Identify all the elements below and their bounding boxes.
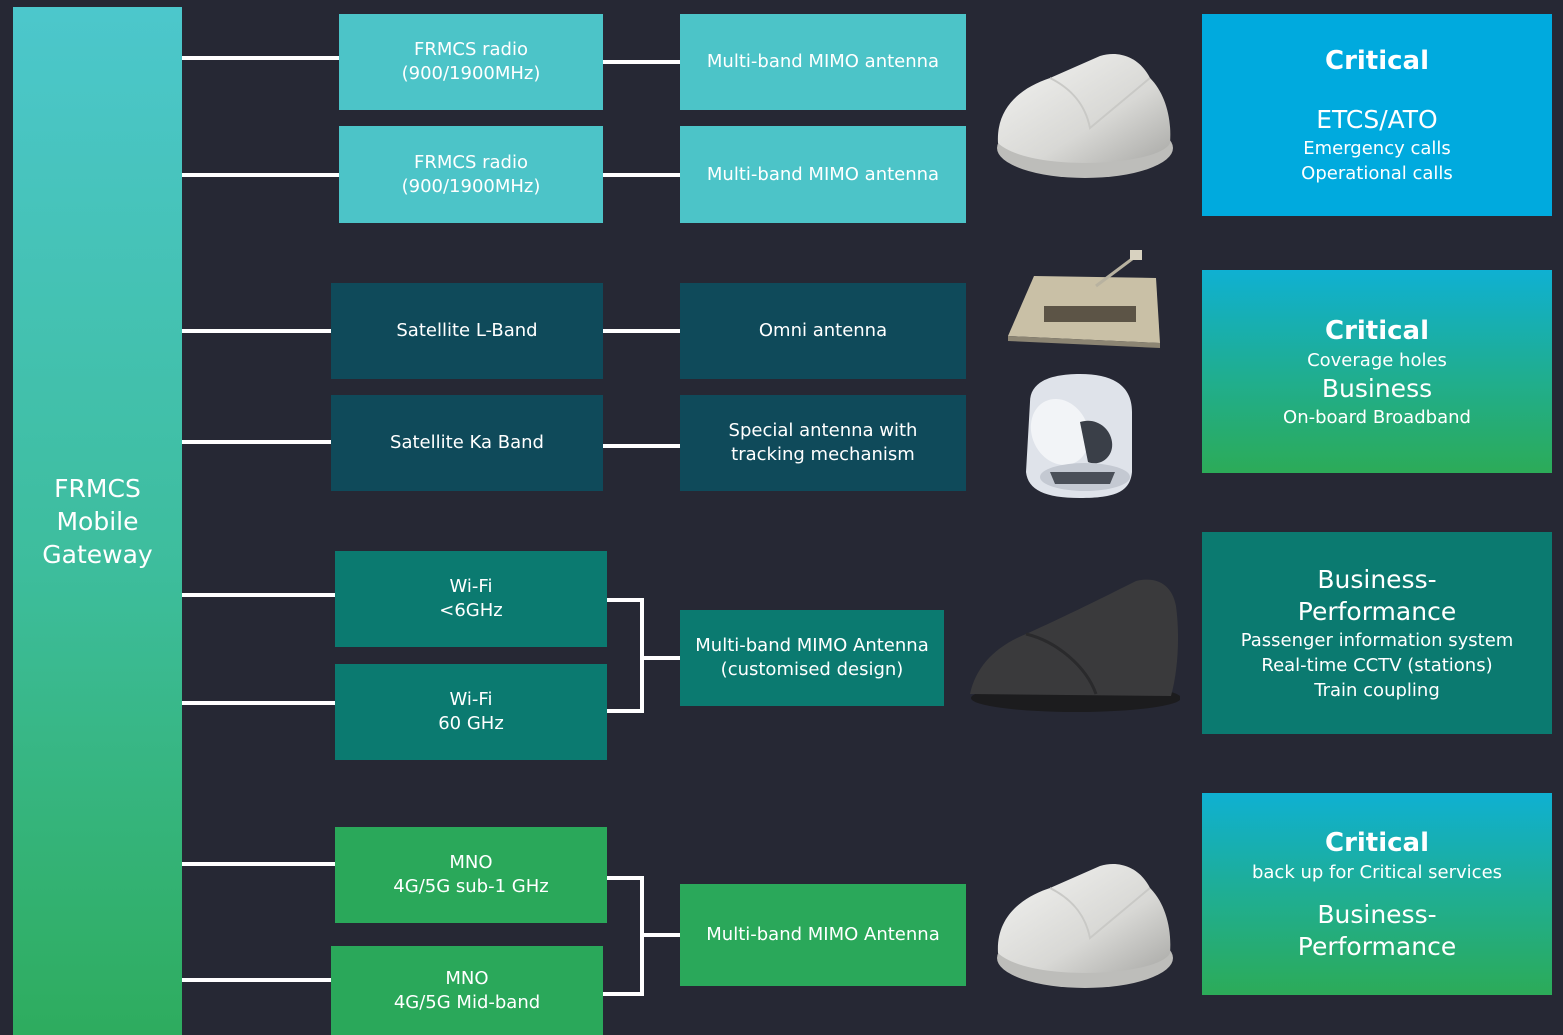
radio-label: Satellite Ka Band [390, 432, 544, 453]
antenna-box-tracking: Special antenna with tracking mechanism [680, 395, 966, 491]
antenna-box-mimo-1: Multi-band MIMO antenna [680, 14, 966, 110]
dome-antenna-icon [997, 864, 1173, 988]
satellite-tracking-antenna-icon [1026, 374, 1132, 498]
bracket-line [607, 598, 644, 602]
service-item: Emergency calls [1303, 138, 1451, 159]
connector-line [182, 701, 335, 705]
flat-patch-antenna-icon [1008, 250, 1160, 348]
radio-box-frmcs-1: FRMCS radio (900/1900MHz) [339, 14, 603, 110]
radio-sublabel: 4G/5G Mid-band [393, 991, 541, 1013]
service-item: back up for Critical services [1251, 861, 1503, 883]
radio-label: Wi-Fi [449, 689, 493, 710]
antenna-box-custom-mimo: Multi-band MIMO Antenna (customised desi… [680, 610, 944, 706]
service-primary: Performance [1297, 596, 1457, 626]
service-item: Operational calls [1301, 163, 1453, 184]
connector-line [603, 444, 680, 448]
bracket-line [640, 598, 644, 713]
radio-box-satellite-ka: Satellite Ka Band [331, 395, 603, 491]
antenna-box-mimo-mno: Multi-band MIMO Antenna [680, 884, 966, 986]
gateway-label-2: Mobile [56, 506, 139, 536]
connector-line [182, 56, 339, 60]
radio-label: Satellite L-Band [396, 320, 538, 341]
radio-label: Wi-Fi [449, 576, 493, 597]
antenna-box-mimo-2: Multi-band MIMO antenna [680, 126, 966, 223]
service-box-business-performance: Business- Performance Passenger informat… [1202, 532, 1552, 734]
service-item: Coverage holes [1307, 349, 1447, 371]
antenna-label: Multi-band MIMO Antenna [706, 924, 940, 945]
service-item: Real-time CCTV (stations) [1261, 654, 1493, 676]
dome-antenna-icon [997, 54, 1173, 178]
shark-fin-antenna-icon [970, 579, 1180, 712]
connector-line [182, 440, 331, 444]
service-box-critical-etcs: Critical ETCS/ATO Emergency calls Operat… [1202, 14, 1552, 216]
service-primary: Business- [1317, 564, 1437, 594]
antenna-label: Multi-band MIMO antenna [706, 163, 940, 185]
radio-box-mno-mid: MNO 4G/5G Mid-band [331, 946, 603, 1035]
radio-label: FRMCS radio [414, 151, 528, 173]
connector-line [182, 329, 331, 333]
radio-label: MNO [449, 852, 493, 873]
radio-label: FRMCS radio [414, 39, 528, 60]
service-box-critical-backup: Critical back up for Critical services B… [1202, 793, 1552, 995]
radio-sublabel: <6GHz [439, 600, 503, 621]
bracket-line [607, 876, 644, 880]
radio-sublabel: 4G/5G sub-1 GHz [393, 876, 549, 897]
gateway-label-1: FRMCS [54, 473, 141, 503]
radio-box-wifi-6: Wi-Fi <6GHz [335, 551, 607, 647]
bracket-line [603, 992, 644, 996]
connector-line [603, 60, 680, 64]
radio-sublabel: (900/1900MHz) [401, 63, 541, 84]
radio-box-frmcs-2: FRMCS radio (900/1900MHz) [339, 126, 603, 223]
radio-sublabel: 60 GHz [438, 713, 504, 734]
service-title: Critical [1324, 46, 1430, 76]
service-primary: Business- [1317, 899, 1437, 929]
gateway-box: FRMCS Mobile Gateway [13, 7, 182, 1035]
service-primary: Business [1321, 373, 1433, 403]
antenna-label: Multi-band MIMO Antenna [695, 635, 929, 656]
bracket-line [640, 656, 680, 660]
antenna-label: Omni antenna [758, 320, 888, 341]
antenna-label: Special antenna with [728, 420, 918, 441]
connector-line [182, 862, 335, 866]
service-title: Critical [1324, 315, 1430, 346]
service-item: Train coupling [1314, 679, 1440, 701]
gateway-label-3: Gateway [42, 539, 153, 569]
connector-line [182, 173, 339, 177]
radio-label: MNO [445, 967, 489, 989]
antenna-sublabel: (customised design) [720, 659, 904, 680]
radio-box-mno-sub1: MNO 4G/5G sub-1 GHz [335, 827, 607, 923]
radio-box-satellite-l: Satellite L-Band [331, 283, 603, 379]
connector-line [603, 173, 680, 177]
bracket-line [640, 933, 680, 937]
connector-line [182, 978, 331, 982]
antenna-box-omni: Omni antenna [680, 283, 966, 379]
service-primary: Performance [1297, 931, 1457, 961]
service-primary: ETCS/ATO [1316, 105, 1438, 134]
service-box-critical-business: Critical Coverage holes Business On-boar… [1202, 270, 1552, 473]
radio-box-wifi-60: Wi-Fi 60 GHz [335, 664, 607, 760]
connector-line [603, 329, 680, 333]
radio-sublabel: (900/1900MHz) [401, 175, 541, 197]
bracket-line [607, 709, 644, 713]
service-item: On-board Broadband [1283, 406, 1471, 428]
antenna-label: Multi-band MIMO antenna [706, 51, 940, 72]
service-item: Passenger information system [1240, 629, 1514, 651]
connector-line [182, 593, 335, 597]
service-title: Critical [1324, 827, 1430, 858]
antenna-sublabel: tracking mechanism [731, 444, 915, 465]
